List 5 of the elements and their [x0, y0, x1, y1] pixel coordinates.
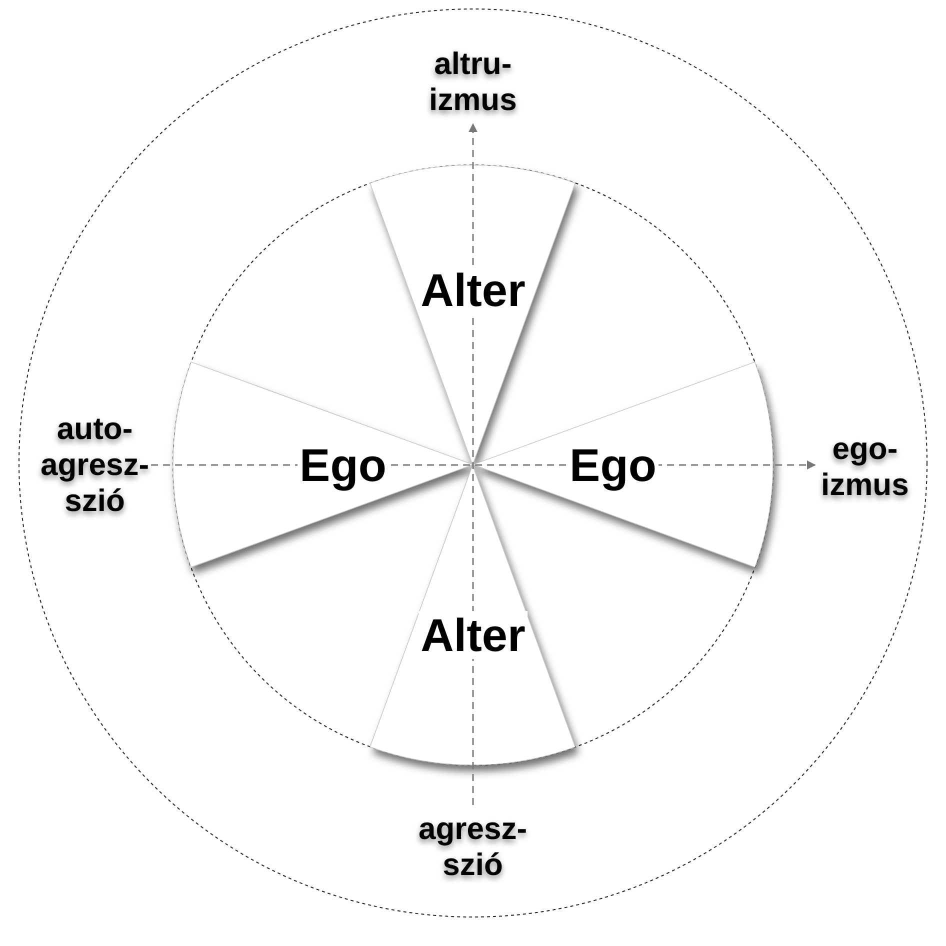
axis-label: altru- izmus	[429, 46, 517, 118]
axis-label: agresz- szió	[418, 811, 528, 883]
axis-label: ego- izmus	[821, 431, 909, 503]
segment-label: Alter	[418, 611, 528, 659]
axis-label: auto- agresz- szió	[40, 411, 150, 519]
